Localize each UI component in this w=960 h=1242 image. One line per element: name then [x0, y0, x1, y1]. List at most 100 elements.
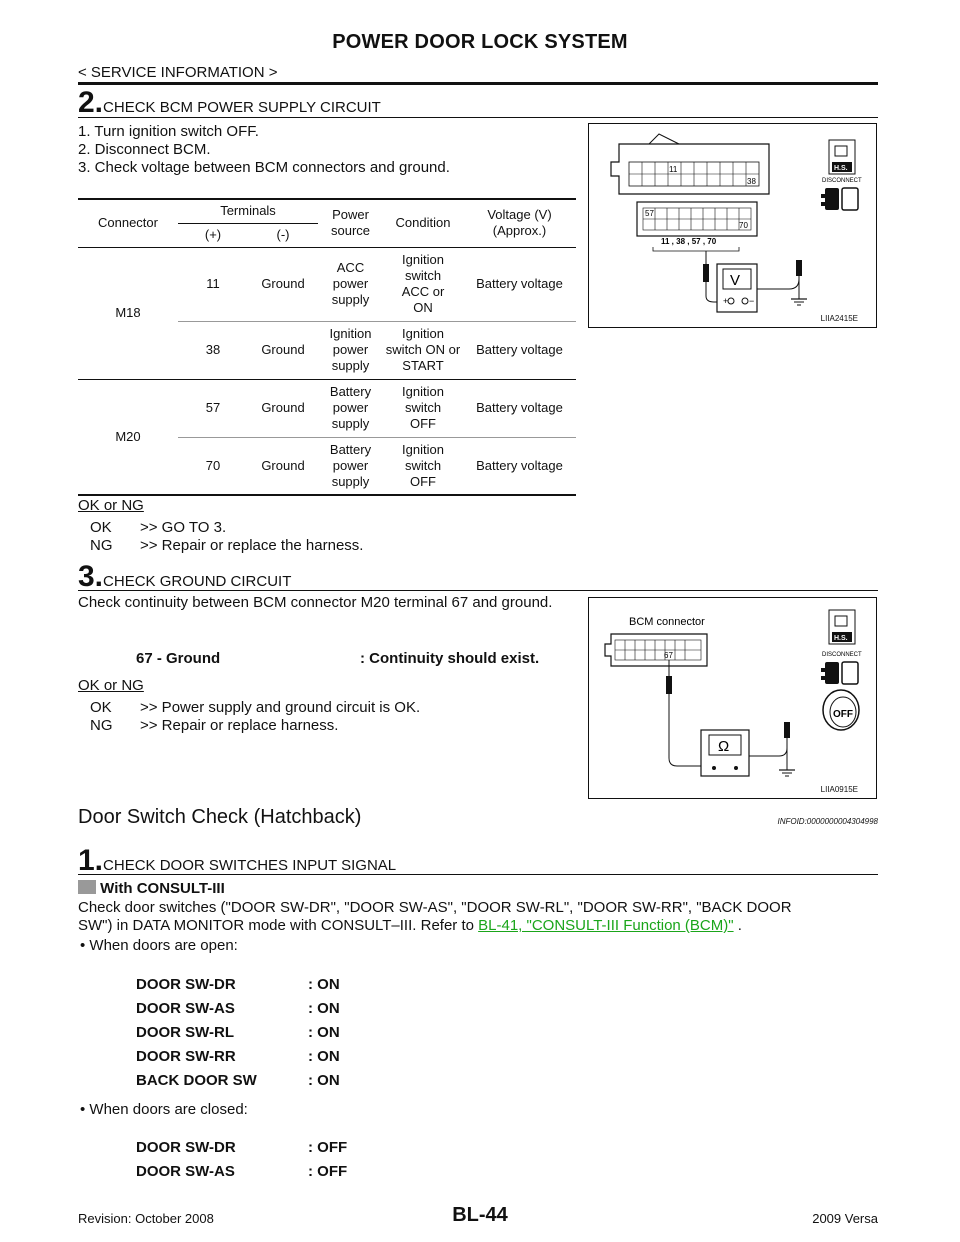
cell-power: ACC power supply: [318, 247, 383, 322]
footer-revision: Revision: October 2008: [78, 1211, 214, 1226]
footer-page-number: BL-44: [452, 1204, 508, 1226]
th-connector: Connector: [78, 198, 178, 248]
voltage-table: Connector Terminals Power source Conditi…: [78, 198, 576, 496]
step2-heading: 2.CHECK BCM POWER SUPPLY CIRCUIT: [78, 88, 381, 118]
th-power-source: Power source: [318, 198, 383, 248]
th-voltage: Voltage (V) (Approx.): [463, 198, 576, 248]
ok-line-3: OK>> Power supply and ground circuit is …: [90, 699, 421, 716]
consult-function-link[interactable]: BL-41, "CONSULT-III Function (BCM)": [478, 917, 734, 934]
info-id: INFOID:0000000004304998: [777, 817, 878, 826]
th-terminals: Terminals: [178, 198, 318, 224]
cell-voltage: Battery voltage: [463, 321, 576, 380]
terminals-label: 11 , 38 , 57 , 70: [661, 237, 717, 246]
step3-text: Check continuity between BCM connector M…: [78, 594, 553, 611]
page-subtitle: < SERVICE INFORMATION >: [78, 64, 278, 81]
list-item: DOOR SW-RR: ON: [136, 1048, 340, 1065]
cell-voltage: Battery voltage: [463, 247, 576, 322]
hand-tool-icon: H.S.: [828, 139, 856, 175]
ground-diagram: BCM connector 67 Ω H.S. DISCONN: [604, 609, 862, 777]
list-item: DOOR SW-RL: ON: [136, 1024, 340, 1041]
cell-power: Battery power supply: [318, 379, 383, 438]
table-row: 70 Ground Battery power supply Ignition …: [78, 437, 576, 496]
table-row: 38 Ground Ignition power supply Ignition…: [78, 321, 576, 380]
step3-rule: [78, 590, 878, 591]
cell-minus: Ground: [248, 437, 318, 496]
cell-plus: 70: [178, 437, 248, 496]
instruction-1: 1. Turn ignition switch OFF.: [78, 123, 259, 140]
cell-minus: Ground: [248, 321, 318, 380]
list-item: BACK DOOR SW: ON: [136, 1072, 340, 1089]
disconnect-connector-icon: [821, 661, 859, 685]
list-item: DOOR SW-AS: OFF: [136, 1163, 348, 1180]
spec-left: 67 - Ground: [136, 650, 221, 667]
voltage-check-figure: 11 38 57 70 11 , 38 , 57 , 70 V + −: [588, 123, 877, 328]
cell-plus: 57: [178, 379, 248, 438]
page-title: POWER DOOR LOCK SYSTEM: [332, 31, 628, 53]
disconnect-label: DISCONNECT: [822, 652, 862, 658]
step3-number: 3.: [78, 560, 104, 593]
spec-right: : Continuity should exist.: [360, 650, 540, 667]
minus-sign: −: [749, 296, 754, 306]
bcm-connector-label: BCM connector: [629, 616, 705, 628]
with-consult-label: With CONSULT-III: [100, 880, 225, 897]
section-title: Door Switch Check (Hatchback): [78, 806, 362, 828]
step1-text1: Check door switches ("DOOR SW-DR", "DOOR…: [78, 899, 792, 916]
step2-number: 2.: [78, 86, 104, 119]
cell-minus: Ground: [248, 379, 318, 438]
instruction-2: 2. Disconnect BCM.: [78, 141, 211, 158]
ng-line-3: NG>> Repair or replace harness.: [90, 717, 339, 734]
disconnect-connector-icon: [821, 187, 859, 211]
cell-condition: Ignition switch OFF: [383, 379, 463, 438]
ignition-off-icon: OFF: [822, 689, 860, 731]
step1-heading: 1.CHECK DOOR SWITCHES INPUT SIGNAL: [78, 846, 396, 876]
bullet-closed: • When doors are closed:: [80, 1101, 248, 1118]
step3-heading: 3.CHECK GROUND CIRCUIT: [78, 562, 291, 592]
step2-rule: [78, 117, 878, 118]
voltmeter-label: V: [730, 272, 740, 289]
table-row: M20 57 Ground Battery power supply Ignit…: [78, 379, 576, 496]
ground-check-figure: BCM connector 67 Ω H.S. DISCONN: [588, 597, 877, 799]
consult-icon: [78, 880, 96, 894]
step1-title: CHECK DOOR SWITCHES INPUT SIGNAL: [103, 857, 397, 874]
ok-ng-label-3: OK or NG: [78, 677, 144, 694]
ok-line: OK>> GO TO 3.: [90, 519, 227, 536]
figure-id: LIIA2415E: [820, 314, 858, 323]
cell-power: Battery power supply: [318, 437, 383, 496]
ok-ng-label: OK or NG: [78, 497, 144, 514]
list-item: DOOR SW-AS: ON: [136, 1000, 340, 1017]
footer-model: 2009 Versa: [812, 1211, 878, 1226]
cell-voltage: Battery voltage: [463, 379, 576, 438]
step2-instructions: 1. Turn ignition switch OFF. 2. Disconne…: [78, 123, 450, 177]
hand-tool-icon: H.S.: [828, 609, 856, 645]
cell-connector-m18: M18: [78, 247, 178, 380]
instruction-3: 3. Check voltage between BCM connectors …: [78, 159, 450, 176]
cell-minus: Ground: [248, 247, 318, 322]
table-row: M18 11 Ground ACC power supply Ignition …: [78, 247, 576, 380]
th-plus: (+): [178, 223, 248, 248]
th-condition: Condition: [383, 198, 463, 248]
off-label: OFF: [833, 709, 853, 720]
cell-connector-m20: M20: [78, 379, 178, 496]
list-item: DOOR SW-DR: ON: [136, 976, 340, 993]
th-minus: (-): [248, 223, 318, 248]
pin-11-label: 11: [669, 165, 678, 174]
plus-sign: +: [723, 296, 728, 306]
step1-rule: [78, 874, 878, 875]
hs-label: H.S.: [834, 635, 848, 642]
with-consult: With CONSULT-III: [78, 880, 225, 897]
cell-voltage: Battery voltage: [463, 437, 576, 496]
hs-label: H.S.: [834, 165, 848, 172]
figure-id: LIIA0915E: [820, 785, 858, 794]
ohmmeter-label: Ω: [718, 738, 729, 755]
step1-number: 1.: [78, 844, 104, 877]
step2-title: CHECK BCM POWER SUPPLY CIRCUIT: [103, 99, 381, 116]
step3-title: CHECK GROUND CIRCUIT: [103, 573, 292, 590]
voltage-diagram: 11 38 57 70 11 , 38 , 57 , 70 V + −: [610, 133, 862, 313]
pin-70-label: 70: [739, 221, 748, 230]
bullet-open: • When doors are open:: [80, 937, 238, 954]
disconnect-label: DISCONNECT: [822, 178, 862, 184]
cell-condition: Ignition switch OFF: [383, 437, 463, 496]
pin-67-label: 67: [664, 651, 673, 660]
list-item: DOOR SW-DR: OFF: [136, 1139, 348, 1156]
header-rule: [78, 82, 878, 85]
